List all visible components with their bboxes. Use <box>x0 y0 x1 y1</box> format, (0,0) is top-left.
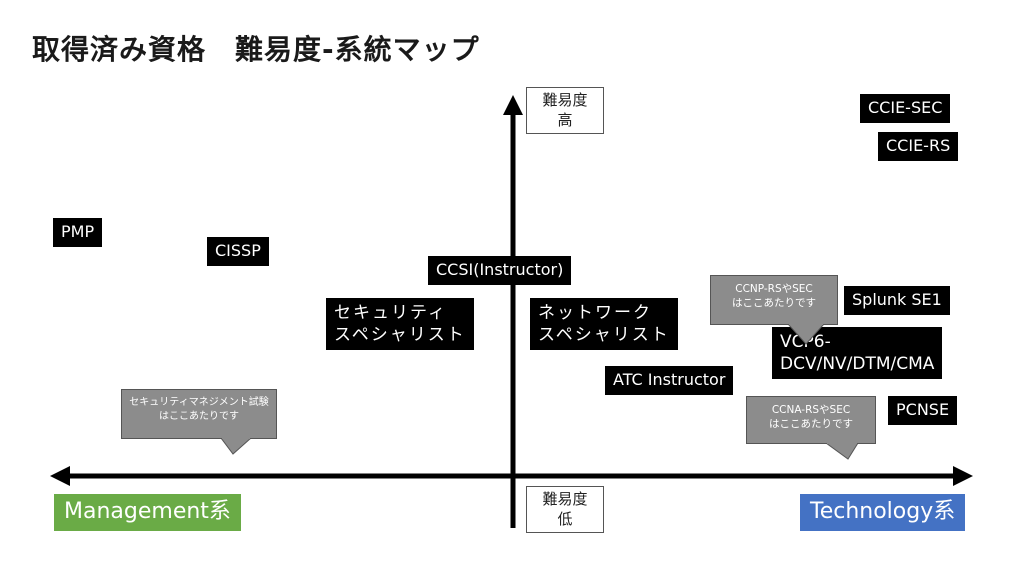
cert-splunk-se1: Splunk SE1 <box>844 286 950 315</box>
callout-pointer-icon <box>826 443 859 460</box>
cert-cissp: CISSP <box>207 237 269 266</box>
callout-pointer-icon <box>221 438 252 455</box>
callout-security-management: セキュリティマネジメント試験 はここあたりです <box>121 389 277 455</box>
management-category-label: Management系 <box>54 494 241 531</box>
callout-pointer-icon <box>788 324 825 345</box>
callout-ccnp: CCNP-RSやSEC はここあたりです <box>710 275 838 345</box>
cert-network-specialist: ネットワーク スペシャリスト <box>530 298 678 351</box>
difficulty-low-label: 難易度 低 <box>526 486 604 533</box>
cert-security-specialist: セキュリティ スペシャリスト <box>326 298 474 351</box>
cert-ccsi: CCSI(Instructor) <box>428 256 572 285</box>
technology-category-label: Technology系 <box>800 494 966 531</box>
right-arrow-icon <box>953 466 973 486</box>
callout-security-management-text: セキュリティマネジメント試験 はここあたりです <box>121 389 277 439</box>
cert-atc-instructor: ATC Instructor <box>605 366 734 395</box>
left-arrow-icon <box>50 466 70 486</box>
cert-ccie-sec: CCIE-SEC <box>860 94 951 123</box>
up-arrow-icon <box>503 95 523 115</box>
cert-pmp: PMP <box>53 218 103 247</box>
cert-ccie-rs: CCIE-RS <box>878 132 959 161</box>
callout-ccna: CCNA-RSやSEC はここあたりです <box>746 396 876 460</box>
page-title: 取得済み資格 難易度-系統マップ <box>32 33 480 66</box>
callout-ccna-text: CCNA-RSやSEC はここあたりです <box>746 396 876 444</box>
difficulty-high-label: 難易度 高 <box>526 87 604 134</box>
cert-pcnse: PCNSE <box>888 396 958 425</box>
callout-ccnp-text: CCNP-RSやSEC はここあたりです <box>710 275 838 325</box>
